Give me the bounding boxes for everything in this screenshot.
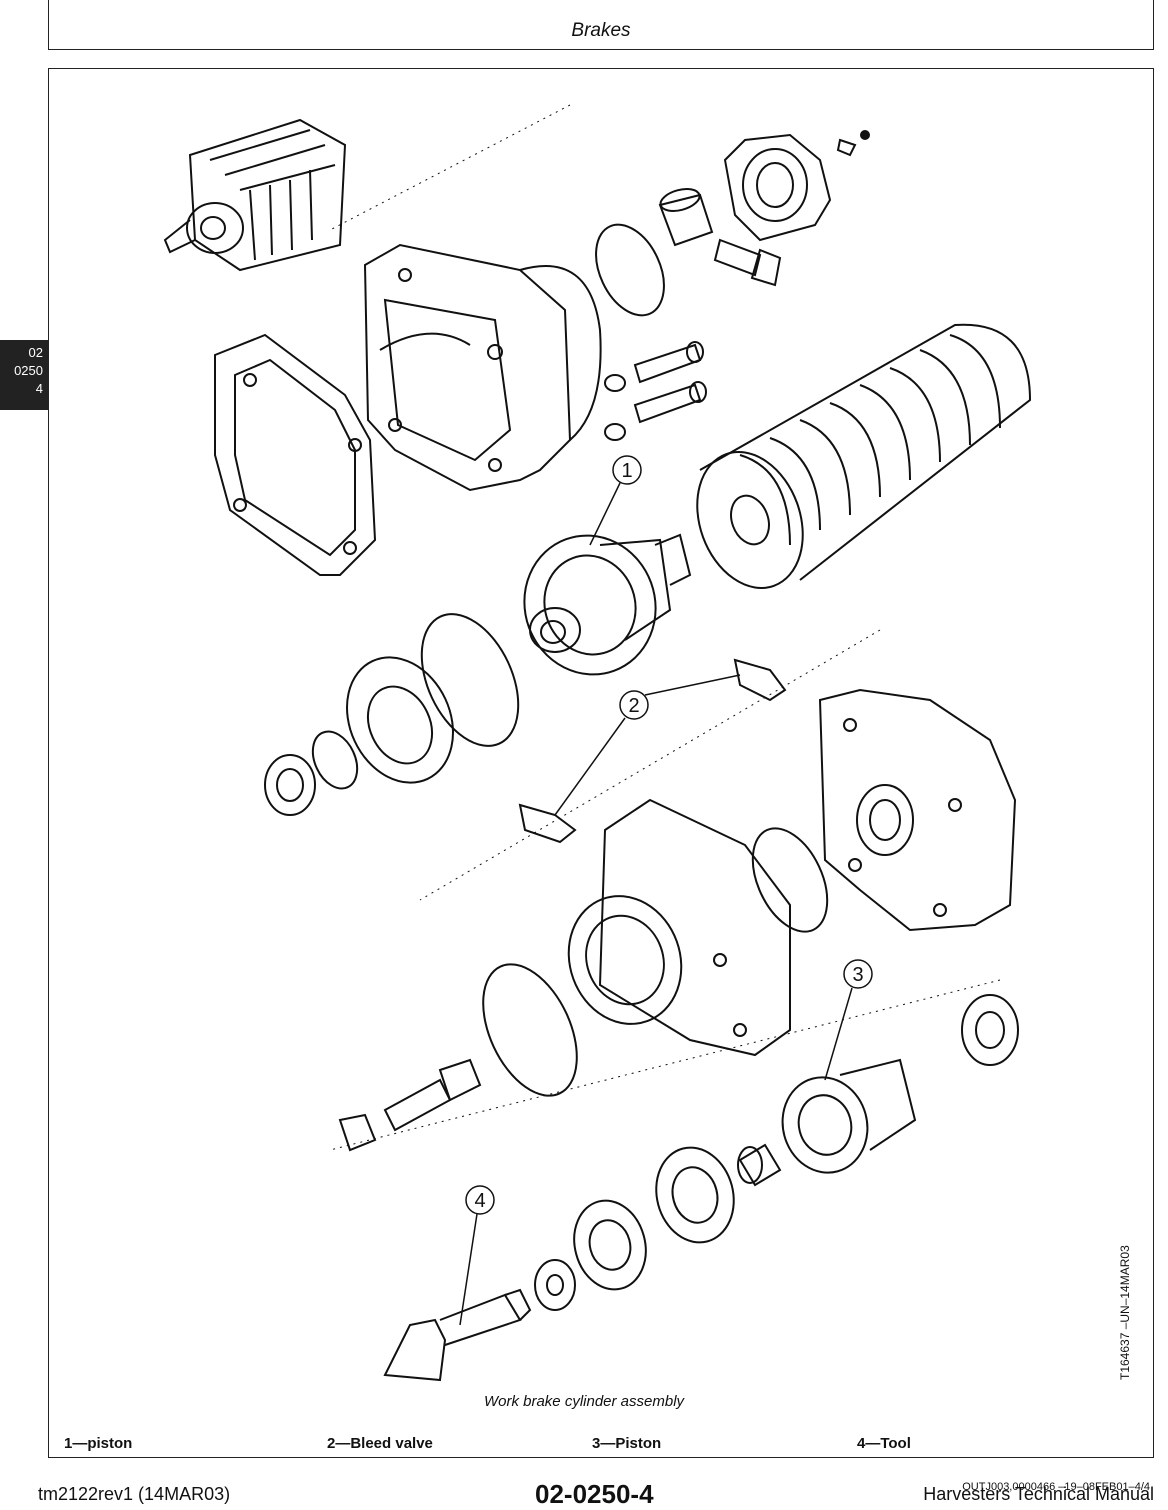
- washer-part: [264, 754, 316, 816]
- snap-ring-part: [311, 730, 359, 790]
- section-tab: 02 0250 4: [0, 340, 48, 410]
- washer-part: [534, 1259, 576, 1311]
- o-ring-part: [595, 223, 665, 317]
- callout-3-label: 3: [852, 964, 863, 986]
- gasket-part: [214, 333, 377, 576]
- page-header: Brakes: [48, 0, 1154, 50]
- o-ring-part: [751, 827, 829, 933]
- bleed-valve-part: [518, 658, 787, 844]
- retainer-ring-part: [655, 1146, 735, 1244]
- brake-housing-part: [363, 243, 602, 492]
- callout-1-label: 1: [621, 460, 632, 482]
- figure-frame: [48, 68, 1154, 1458]
- callout-4-label: 4: [474, 1190, 485, 1212]
- callout-2-label: 2: [628, 695, 639, 717]
- footer-manual-id: tm2122rev1 (14MAR03): [38, 1484, 231, 1504]
- assembly-axis-lines: [329, 104, 1001, 1151]
- figure-caption: Work brake cylinder assembly: [483, 1393, 685, 1410]
- retainer-ring-part: [346, 656, 454, 784]
- tool-part: [383, 1288, 532, 1382]
- end-cap-part: [723, 130, 870, 242]
- section-title: Brakes: [571, 20, 631, 41]
- cylinder-body-part: [567, 798, 791, 1057]
- retainer-ring-part: [573, 1199, 647, 1291]
- piston-part: [523, 533, 692, 676]
- bolt-part: [713, 238, 782, 287]
- motor-unit-part: [163, 118, 347, 272]
- bushing-part: [658, 188, 714, 247]
- callout-2: [554, 674, 741, 816]
- legend-item-3: 3—Piston: [592, 1435, 662, 1452]
- bushing-part: [737, 1143, 782, 1187]
- legend-item-2: 2—Bleed valve: [327, 1435, 433, 1452]
- section-tab-line-1: 02: [28, 345, 43, 360]
- spring-stack-part: [696, 323, 1032, 589]
- legend-item-1: 1—piston: [64, 1435, 133, 1452]
- cover-plate-part: [818, 688, 1017, 932]
- legend-item-4: 4—Tool: [857, 1435, 911, 1452]
- washer-part: [961, 994, 1019, 1066]
- footer-manual-title: Harvesters Technical Manual: [923, 1484, 1154, 1504]
- section-tab-line-3: 4: [35, 381, 43, 396]
- o-ring-part: [482, 963, 578, 1097]
- seal-ring-part: [420, 613, 520, 747]
- piston-part: [781, 1058, 917, 1174]
- footer-page-number: 02-0250-4: [535, 1479, 654, 1509]
- callout-3: [824, 959, 873, 1081]
- callout-1: [589, 455, 642, 546]
- callout-4: [459, 1185, 495, 1326]
- reference-code: OUTJ003,0000466 –19–08FEB01–4/4: [962, 1481, 1150, 1493]
- figure-code: T164637 –UN–14MAR03: [1118, 1245, 1132, 1380]
- bolt-part: [338, 1058, 482, 1152]
- screw-parts: [604, 341, 707, 441]
- section-tab-line-2: 0250: [14, 363, 43, 378]
